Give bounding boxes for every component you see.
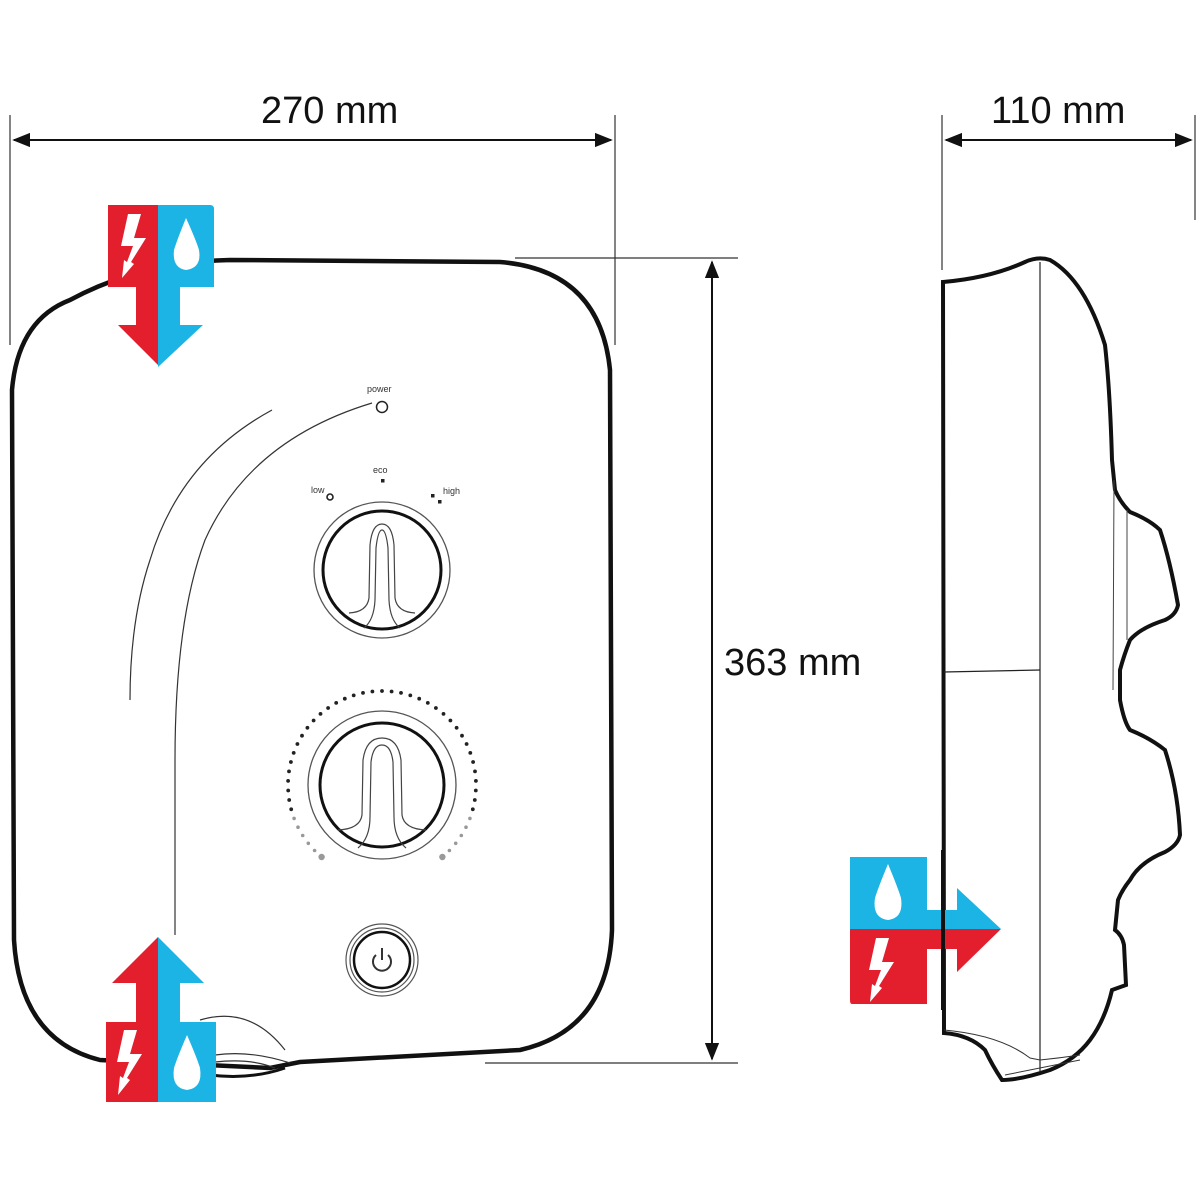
electricity-icon (869, 938, 894, 1002)
side-casing-outline (940, 256, 1183, 1083)
bottom-entry-icon (106, 937, 216, 1102)
power-mode-knob[interactable] (313, 501, 451, 639)
power-button[interactable] (345, 923, 419, 997)
eco-label: eco (373, 465, 388, 475)
power-indicator-light (375, 400, 389, 414)
height-dimension (485, 257, 738, 1064)
high-label: high (443, 486, 461, 496)
water-drop-icon (173, 1035, 201, 1090)
low-indicator (326, 493, 334, 501)
outlet-fitting (199, 1015, 291, 1078)
water-drop-icon (874, 864, 902, 920)
temperature-knob[interactable] (286, 689, 478, 871)
side-entry-icon (850, 850, 1001, 1010)
top-entry-icon (108, 205, 214, 367)
power-icon (372, 948, 392, 972)
front-casing-outline (9, 257, 615, 1071)
electricity-icon (117, 1030, 142, 1095)
high-indicator-2 (438, 500, 442, 504)
width-dimension-label: 270 mm (261, 90, 399, 132)
high-indicator-1 (431, 494, 435, 498)
depth-dimension-label: 110 mm (991, 90, 1126, 132)
power-label: power (367, 384, 392, 394)
eco-indicator (381, 479, 385, 483)
width-dimension (9, 115, 616, 345)
temperature-scale-dots (286, 689, 478, 861)
electricity-icon (121, 214, 146, 278)
depth-dimension (941, 115, 1196, 270)
front-view (9, 257, 615, 1078)
height-dimension-label: 363 mm (724, 642, 862, 684)
low-label: low (311, 485, 325, 495)
side-view (940, 256, 1183, 1083)
water-drop-icon (173, 218, 200, 270)
